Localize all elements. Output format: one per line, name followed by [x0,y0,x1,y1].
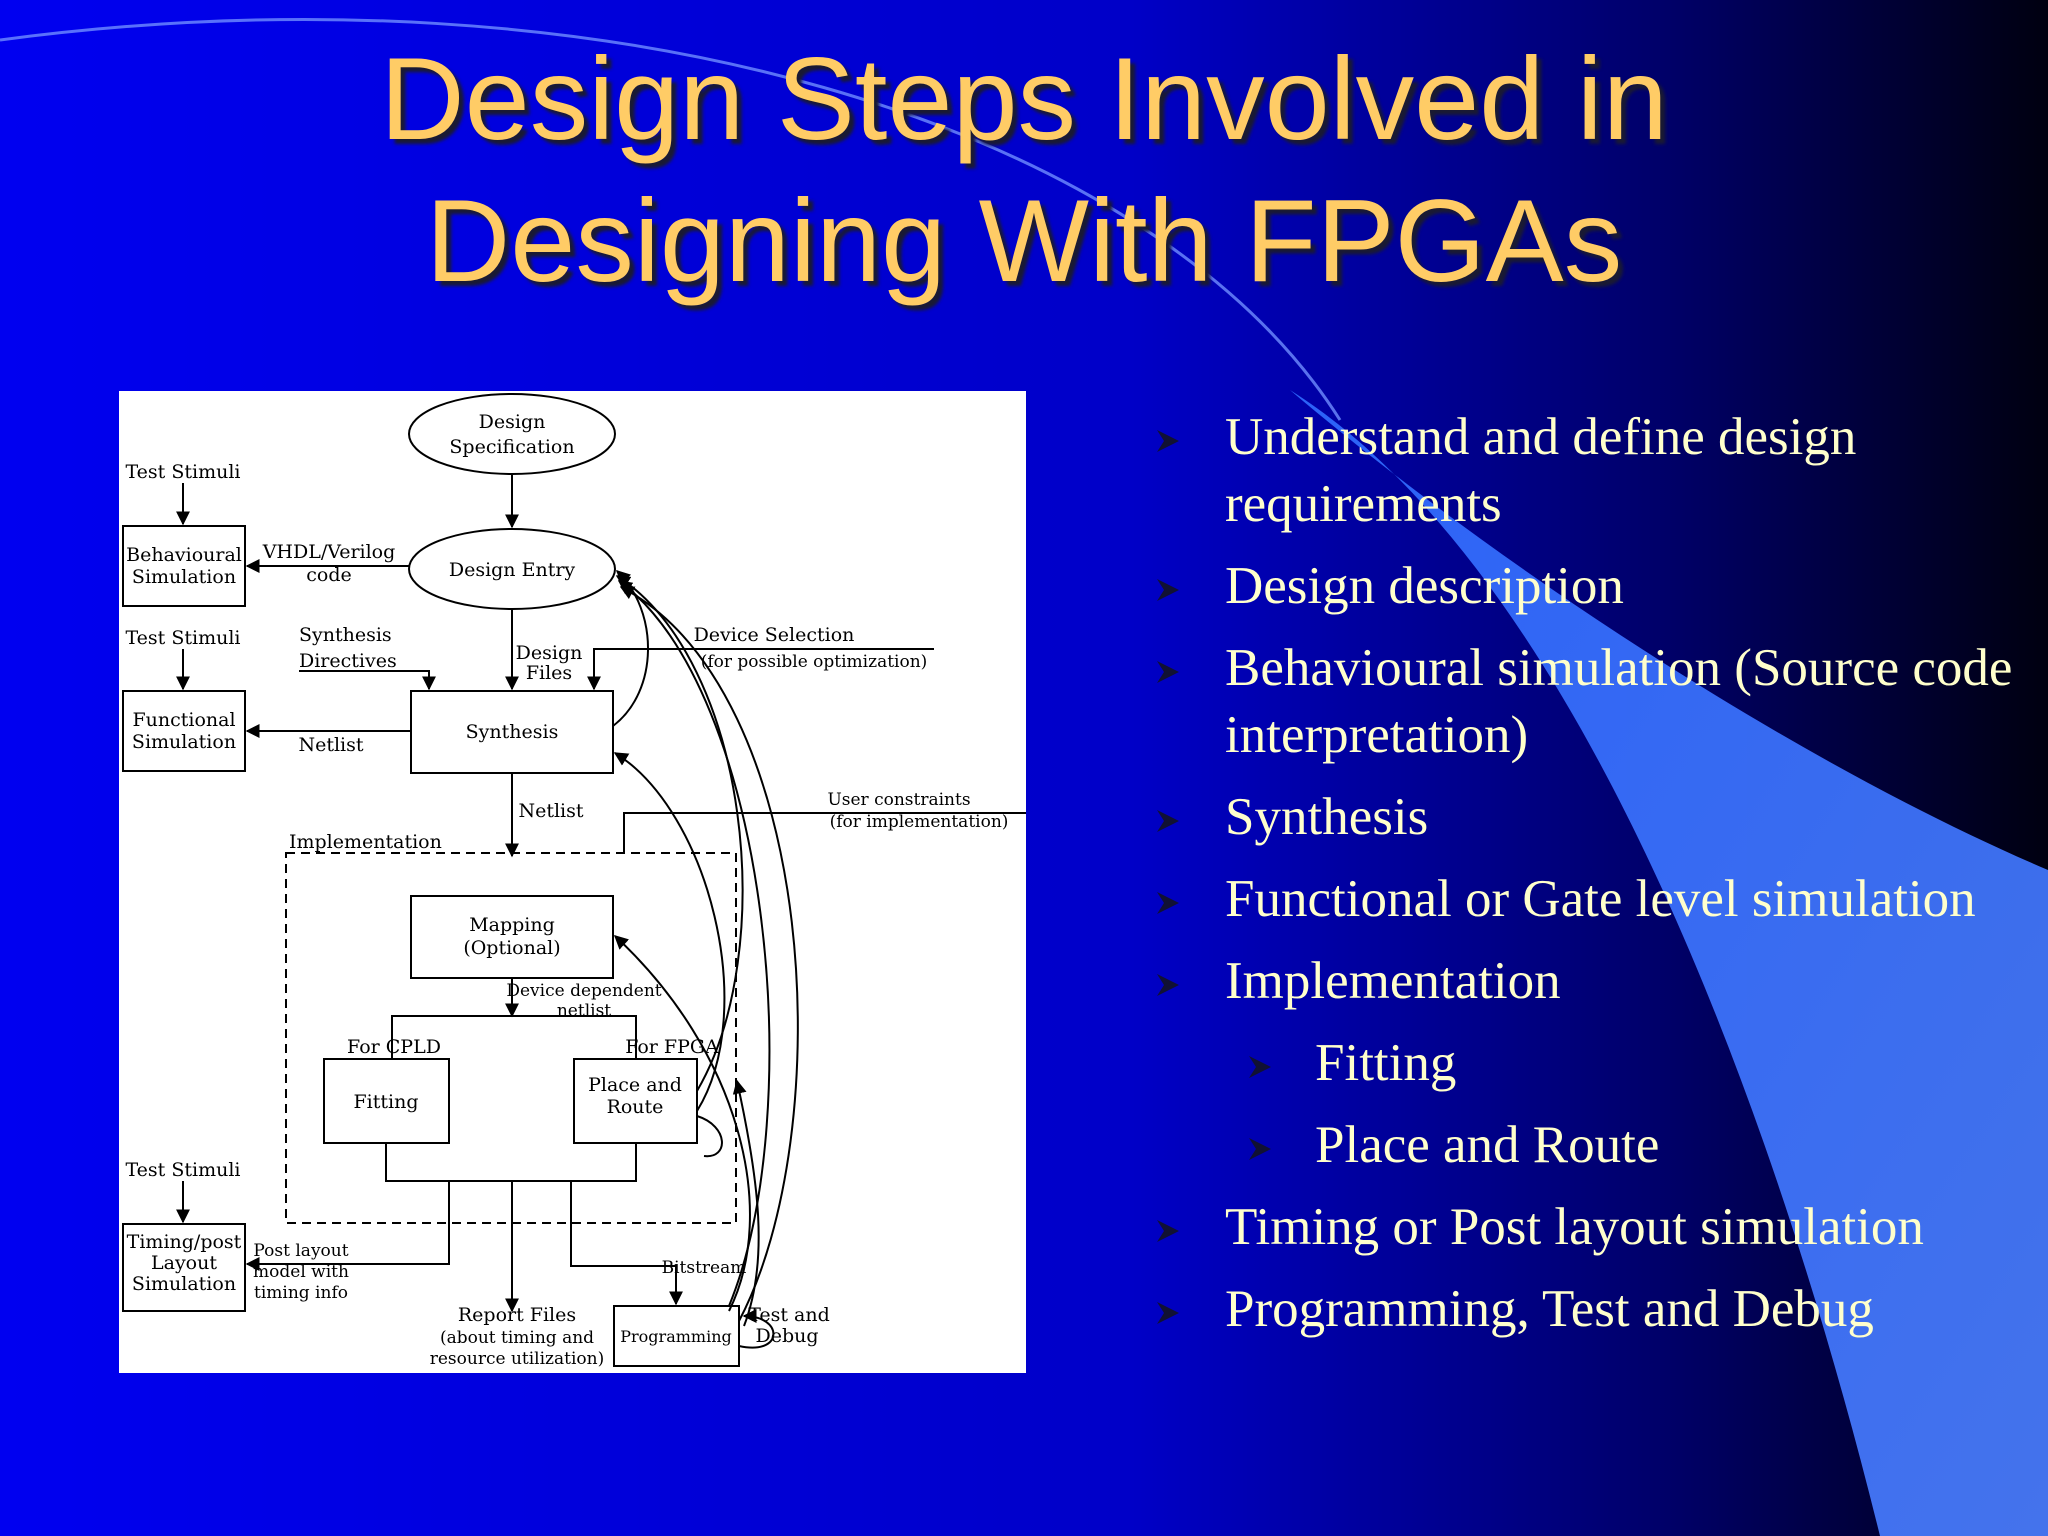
decorative-swoosh [1290,390,2048,1536]
user-constraints-label-1: User constraints [827,790,970,810]
arrowhead-bullet-icon [1157,974,1179,996]
arrowhead-bullet-icon [1157,1220,1179,1242]
post-layout-label-2: model with [253,1262,349,1282]
post-layout-label-3: timing info [254,1283,348,1303]
place-route-label-1: Place and [588,1074,682,1096]
test-debug-label-2: Debug [755,1325,818,1347]
bullet-item: Synthesis [1145,784,2035,851]
bullet-text: Programming, Test and Debug [1225,1280,1874,1338]
arrowhead-bullet-icon [1157,810,1179,832]
test-stimuli-label-2: Test Stimuli [125,627,240,649]
bullet-item: Implementation [1145,948,2035,1015]
bullet-item: Fitting [1145,1030,2035,1097]
report-files-label-2: (about timing and [440,1328,594,1348]
synthesis-directives-label-1: Synthesis [299,624,392,646]
bullet-text: Fitting [1315,1034,1457,1092]
design-files-label-1: Design [516,642,583,664]
fpga-design-flow-diagram: Design Specification Design Entry Synthe… [119,391,1026,1373]
device-selection-label-1: Device Selection [694,624,855,646]
synthesis-label: Synthesis [466,721,559,743]
bullet-item: Design description [1145,553,2035,620]
timing-sim-node [122,1223,246,1312]
mapping-label-2: (Optional) [463,937,560,959]
design-spec-label-2: Specification [449,436,574,458]
functional-sim-node [122,690,246,772]
behavioural-sim-label-2: Simulation [132,566,236,588]
bitstream-label: Bitstream [662,1258,747,1278]
bullet-item: Understand and define design requirement… [1145,404,2035,538]
synthesis-directives-label-2: Directives [299,650,397,672]
place-route-label-2: Route [607,1096,664,1118]
arrowhead-bullet-icon [1249,1138,1271,1160]
timing-sim-label-3: Simulation [132,1273,236,1295]
title-line-1: Design Steps Involved in [380,33,1668,164]
netlist-label-2: Netlist [518,800,583,822]
bullet-text: Synthesis [1225,788,1429,846]
user-constraints-label-2: (for implementation) [830,812,1009,832]
programming-node [613,1305,740,1367]
bullet-item: Timing or Post layout simulation [1145,1194,2035,1261]
slide-title: Design Steps Involved in Designing With … [0,28,2048,312]
arrowhead-bullet-icon [1157,1302,1179,1324]
bullet-text: Place and Route [1315,1116,1660,1174]
mapping-label-1: Mapping [469,914,555,936]
title-line-2: Designing With FPGAs [425,175,1623,306]
design-files-label-2: Files [526,662,572,684]
bullet-text: Implementation [1225,952,1561,1010]
bullet-text: Design description [1225,557,1624,615]
bullet-list: Understand and define design requirement… [1145,404,2035,1358]
post-layout-label-1: Post layout [253,1241,348,1261]
bullet-item: Behavioural simulation (Source code inte… [1145,635,2035,769]
arrowhead-bullet-icon [1157,579,1179,601]
test-debug-label-1: Test and [748,1304,830,1326]
report-files-label-1: Report Files [458,1304,576,1326]
test-stimuli-label-1: Test Stimuli [125,461,240,483]
bullet-item: Functional or Gate level simulation [1145,866,2035,933]
device-selection-label-2: (for possible optimization) [701,652,928,672]
device-dependent-label-2: netlist [557,1001,611,1021]
arrowhead-bullet-icon [1157,661,1179,683]
vhdl-label-2: code [306,564,352,586]
bullet-text: Understand and define design requirement… [1225,408,1857,533]
behavioural-sim-node [122,525,246,607]
bullet-text: Functional or Gate level simulation [1225,870,1976,928]
timing-sim-label-2: Layout [151,1252,217,1274]
programming-label: Programming [620,1327,731,1346]
functional-sim-label-1: Functional [132,709,235,731]
report-files-label-3: resource utilization) [430,1349,604,1369]
vhdl-label-1: VHDL/Verilog [262,541,396,563]
for-fpga-label: For FPGA [625,1036,719,1058]
arrowhead-bullet-icon [1157,892,1179,914]
bullet-text: Timing or Post layout simulation [1225,1198,1924,1256]
test-stimuli-label-3: Test Stimuli [125,1159,240,1181]
bullet-item: Place and Route [1145,1112,2035,1179]
design-entry-label: Design Entry [449,559,576,581]
behavioural-sim-label-1: Behavioural [126,544,242,566]
bullet-item: Programming, Test and Debug [1145,1276,2035,1343]
arrowhead-bullet-icon [1157,430,1179,452]
arrowhead-bullet-icon [1249,1056,1271,1078]
implementation-label: Implementation [289,831,442,853]
design-spec-node [408,393,616,475]
bullet-text: Behavioural simulation (Source code inte… [1225,639,2013,764]
fitting-label: Fitting [353,1091,418,1113]
netlist-label-1: Netlist [298,734,363,756]
design-spec-label-1: Design [479,411,546,433]
for-cpld-label: For CPLD [347,1036,441,1058]
functional-sim-label-2: Simulation [132,731,236,753]
device-dependent-label-1: Device dependent [506,981,661,1001]
timing-sim-label-1: Timing/post [127,1231,242,1253]
